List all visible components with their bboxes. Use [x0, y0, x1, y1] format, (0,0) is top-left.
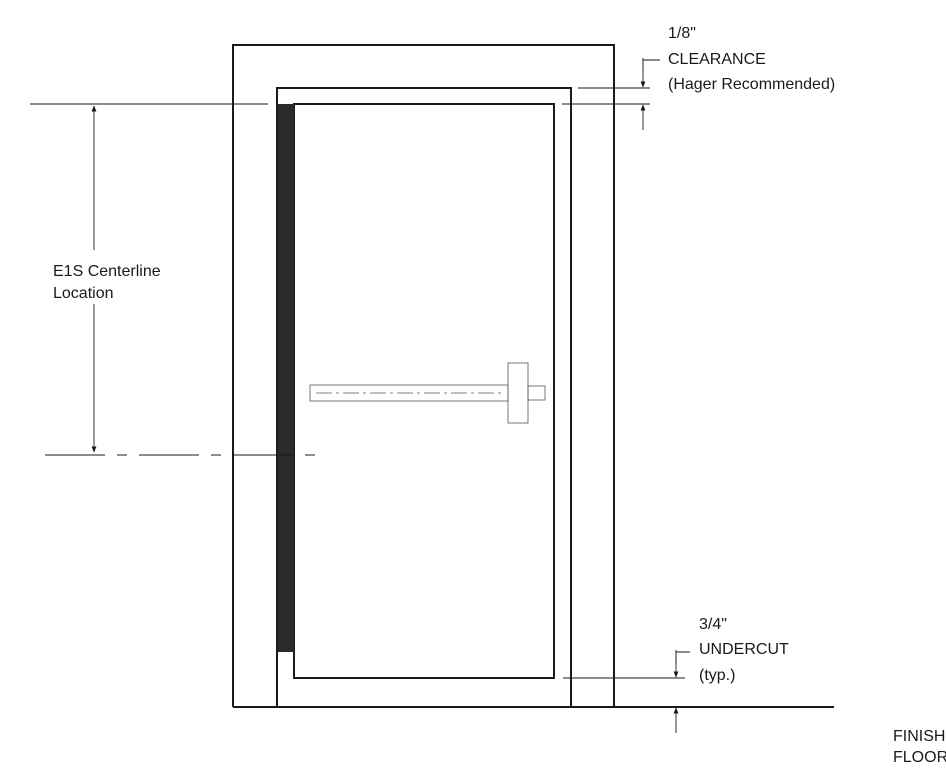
- clearance-leader: [642, 59, 660, 70]
- clearance-label-note: (Hager Recommended): [668, 76, 835, 93]
- hinge-strip: [278, 104, 294, 652]
- centerline-label-line1: E1S Centerline: [53, 263, 161, 280]
- wall-opening-outline: [232, 44, 615, 707]
- door-frame: [276, 87, 572, 707]
- exit-device-mechanism: [507, 362, 529, 424]
- undercut-label-note: (typ.): [699, 667, 735, 684]
- undercut-label-size: 3/4": [699, 616, 727, 633]
- undercut-leader: [675, 651, 690, 664]
- door-leaf: [293, 103, 555, 679]
- clearance-label-title: CLEARANCE: [668, 51, 766, 68]
- finish-floor-label-line1: FINISH: [893, 728, 945, 745]
- undercut-label-title: UNDERCUT: [699, 641, 789, 658]
- exit-device: [309, 362, 546, 424]
- exit-device-end-cap: [527, 385, 546, 401]
- finish-floor-label-line2: FLOOR: [893, 749, 946, 766]
- clearance-label-size: 1/8": [668, 25, 696, 42]
- centerline-label-line2: Location: [53, 285, 114, 302]
